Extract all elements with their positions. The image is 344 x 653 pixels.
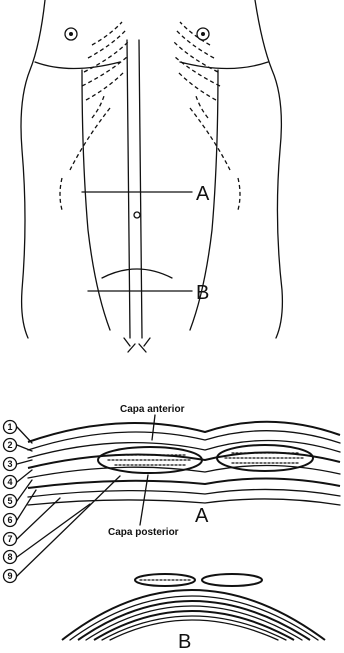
pubic-mark: [124, 338, 150, 352]
umbilicus-icon: [134, 212, 140, 218]
svg-text:2: 2: [7, 440, 12, 450]
svg-text:4: 4: [7, 477, 12, 487]
svg-text:9: 9: [7, 571, 12, 581]
section-a-detail-label: A: [195, 505, 209, 527]
rectus-muscle-b-left: [135, 574, 195, 586]
cross-section-a: Capa anterior Capa posterior A 1 2 3: [4, 404, 341, 583]
cross-section-b: B: [62, 574, 325, 653]
layer-3-marker: 3: [4, 458, 33, 471]
layer-number-list: 1 2 3 4 5: [4, 421, 121, 583]
section-label-b: B: [196, 282, 209, 304]
torso-outline-left: [21, 0, 45, 338]
layer-8-marker: 8: [4, 504, 91, 564]
torso-outline-right: [255, 0, 282, 338]
left-nipple-icon: [65, 28, 77, 40]
rectus-muscle-left: [98, 447, 202, 473]
rib-dashes: [60, 22, 240, 210]
svg-text:1: 1: [7, 422, 12, 432]
layer-9-marker: 9: [4, 476, 121, 583]
linea-alba: [127, 40, 142, 338]
svg-text:6: 6: [7, 515, 12, 525]
svg-text:8: 8: [7, 552, 12, 562]
section-label-a: A: [196, 183, 210, 205]
svg-text:5: 5: [7, 496, 12, 506]
capa-posterior-label: Capa posterior: [108, 527, 179, 538]
rectus-muscle-b-right: [202, 574, 262, 586]
svg-text:7: 7: [7, 534, 12, 544]
svg-text:3: 3: [7, 459, 12, 469]
capa-anterior-label: Capa anterior: [120, 404, 185, 415]
section-b-detail-label: B: [178, 631, 191, 653]
right-nipple-icon: [197, 28, 209, 40]
rectus-muscle-right: [217, 445, 313, 471]
capa-anterior-leader: [152, 415, 155, 440]
layer-2-marker: 2: [4, 439, 33, 452]
torso-figure: A B: [21, 0, 282, 352]
